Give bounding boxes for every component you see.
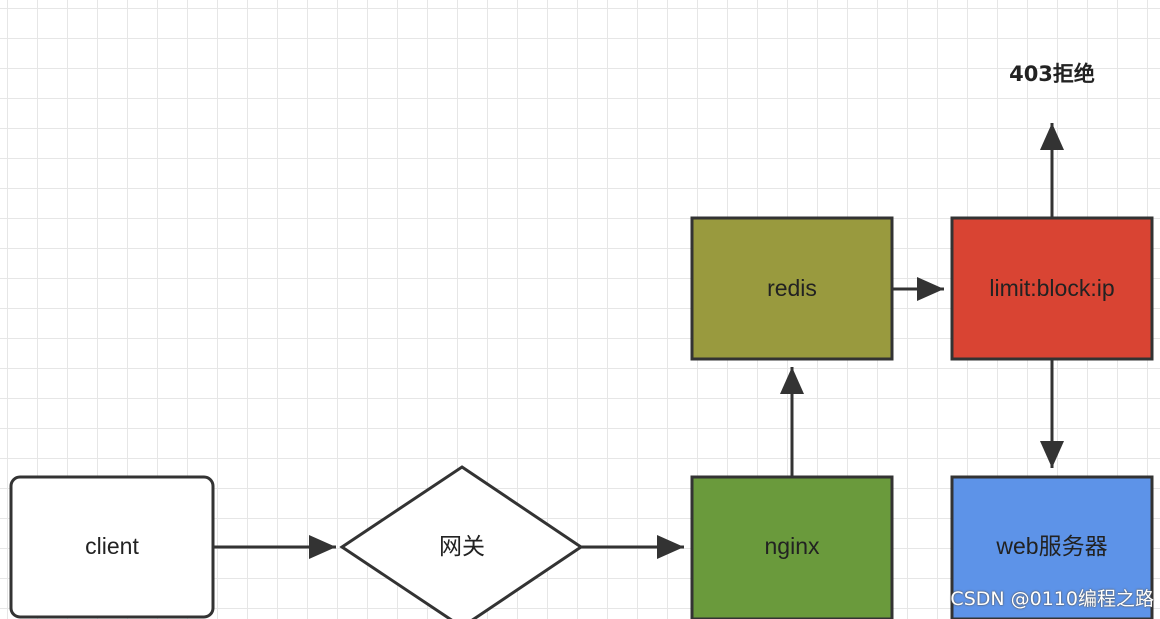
nginx-node[interactable]: nginx <box>690 475 894 619</box>
client-label: client <box>85 533 139 559</box>
limit-node[interactable]: limit:block:ip <box>950 216 1154 361</box>
limit-label: limit:block:ip <box>989 275 1114 301</box>
client-box <box>9 475 215 619</box>
web-label: web服务器 <box>995 533 1107 559</box>
csdn-watermark: CSDN @0110编程之路 <box>950 588 1154 610</box>
nginx-label: nginx <box>765 533 820 559</box>
redis-box <box>690 216 894 361</box>
gateway-label: 网关 <box>439 533 485 559</box>
client-node[interactable]: client <box>9 475 215 619</box>
nginx-box <box>690 475 894 619</box>
result-403-label: 403拒绝 <box>1009 62 1095 86</box>
web-node[interactable]: web服务器 <box>950 475 1154 619</box>
gateway-node[interactable]: 网关 <box>339 465 584 619</box>
redis-label: redis <box>767 275 817 301</box>
web-box <box>950 475 1154 619</box>
gateway-diamond <box>339 465 584 619</box>
redis-node[interactable]: redis <box>690 216 894 361</box>
limit-box <box>950 216 1154 361</box>
